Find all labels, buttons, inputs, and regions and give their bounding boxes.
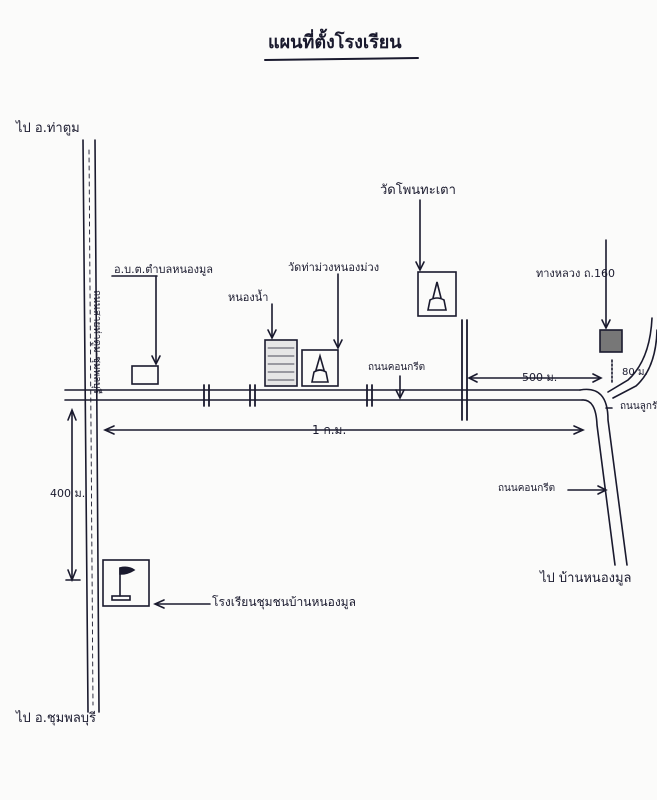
- southeast-road: [579, 317, 657, 566]
- distance-80m-label: 80 ม.: [622, 367, 648, 378]
- temple-near-label: วัดท่าม่วงหนองม่วง: [288, 261, 380, 274]
- school-label: โรงเรียนชุมชนบ้านหนองมูล: [212, 595, 356, 609]
- dirt-road-label: ถนนลูกรัง: [620, 401, 657, 412]
- temple-icon: [311, 353, 329, 383]
- main-vertical-road: [82, 139, 100, 713]
- se-road-end-label: ไป บ้านหนองมูล: [540, 571, 632, 586]
- title-underline: [264, 57, 419, 61]
- main-road-label: ถนนสายท่าตูม-ชุมพลบุรี: [91, 290, 102, 395]
- office-building-icon: [131, 365, 159, 385]
- main-horizontal-road: [64, 389, 583, 401]
- office-label: อ.บ.ต.ตำบลหนองมูล: [114, 263, 214, 276]
- temple-near-box: [301, 349, 339, 387]
- distance-1km-label: 1 ก.ม.: [312, 423, 347, 437]
- concrete-road-label-2: ถนนคอนกรีต: [498, 483, 556, 494]
- south-road-end-label: ไป อ.ชุมพลบุรี: [16, 711, 97, 726]
- pond-label: หนองน้ำ: [228, 291, 269, 304]
- road-break-marks: [203, 319, 468, 421]
- pond-icon: [264, 339, 298, 387]
- temple-far-label: วัดโพนทะเตา: [380, 183, 456, 198]
- concrete-road-label: ถนนคอนกรีต: [368, 362, 426, 373]
- temple-far-box: [417, 271, 457, 317]
- map-title: แผนที่ตั้งโรงเรียน: [268, 32, 402, 53]
- highway-building-icon: [599, 329, 623, 353]
- highway-label: ทางหลวง ถ.160: [536, 267, 615, 280]
- distance-500m-label: 500 ม.: [522, 371, 558, 384]
- north-road-end-label: ไป อ.ท่าตูม: [16, 121, 80, 136]
- school-box: [102, 559, 150, 607]
- distance-400m-label: 400 ม.: [50, 487, 86, 500]
- flag-icon: [111, 566, 136, 601]
- temple-icon-far: [427, 281, 447, 311]
